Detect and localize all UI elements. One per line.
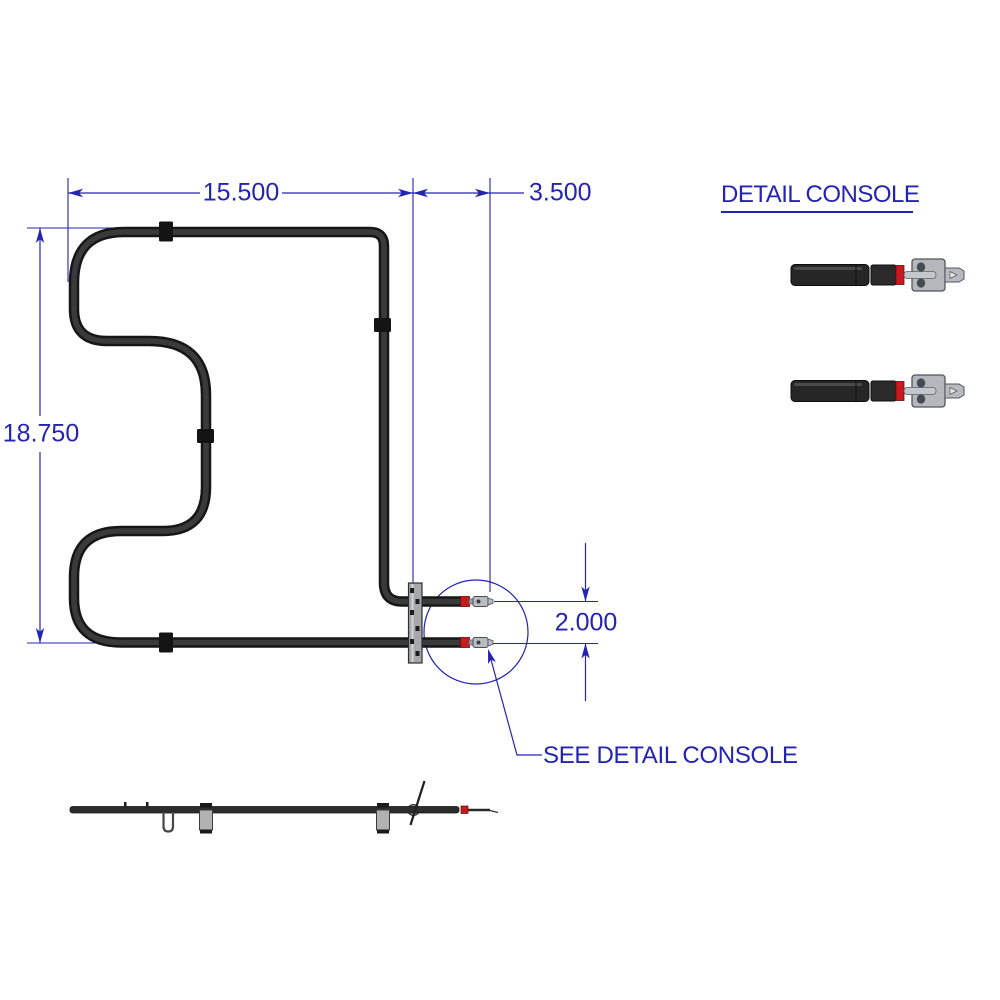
- mounting-bracket: [407, 582, 423, 664]
- detail-terminal-2: [790, 374, 965, 408]
- detail-terminal-1: [790, 258, 965, 292]
- heating-element-side-view: [69, 780, 499, 834]
- see-detail-console-callout: SEE DETAIL CONSOLE: [543, 742, 798, 769]
- standoff-block-1: [199, 803, 213, 834]
- clip-middle: [197, 429, 214, 443]
- terminal-pin: [903, 271, 937, 279]
- insulator-band-red: [460, 637, 470, 648]
- wire-clip-side: [162, 812, 175, 833]
- detail-circle: [423, 579, 529, 685]
- dimension-terminal-offset-line: [413, 188, 524, 198]
- dimension-height-line: [35, 228, 45, 643]
- dimension-terminal-spacing-line: [581, 543, 590, 701]
- element-side-bar: [69, 806, 460, 814]
- terminal-lower-front: [460, 637, 494, 648]
- clip-top: [159, 221, 173, 242]
- terminal-upper-front: [460, 596, 494, 607]
- element-tube-outline: [68, 226, 468, 648]
- insulator-band-red: [895, 265, 905, 285]
- dimension-terminal-spacing-text: 2.000: [554, 608, 618, 637]
- insulator-band-red: [460, 596, 470, 607]
- dimension-height-text: 18.750: [2, 419, 80, 448]
- clip-right: [374, 318, 391, 332]
- element-support-clips: [159, 221, 391, 653]
- extension-lines: [27, 178, 598, 645]
- detail-console-title: DETAIL CONSOLE: [721, 181, 920, 213]
- insulator-band-red-side: [460, 805, 469, 814]
- insulator-band-red: [895, 381, 905, 401]
- terminal-pin: [903, 387, 937, 395]
- clip-bottom: [159, 632, 173, 653]
- heating-element-front-view: [68, 221, 494, 664]
- callout-leader: [488, 649, 542, 756]
- standoff-block-2: [376, 803, 390, 834]
- dimension-top-width-text: 15.500: [202, 178, 280, 207]
- dimension-terminal-offset-text: 3.500: [529, 178, 592, 207]
- element-tube-fill: [71, 229, 465, 646]
- bracket-edge-side: [409, 780, 426, 826]
- dimension-top-width-line: [68, 188, 413, 198]
